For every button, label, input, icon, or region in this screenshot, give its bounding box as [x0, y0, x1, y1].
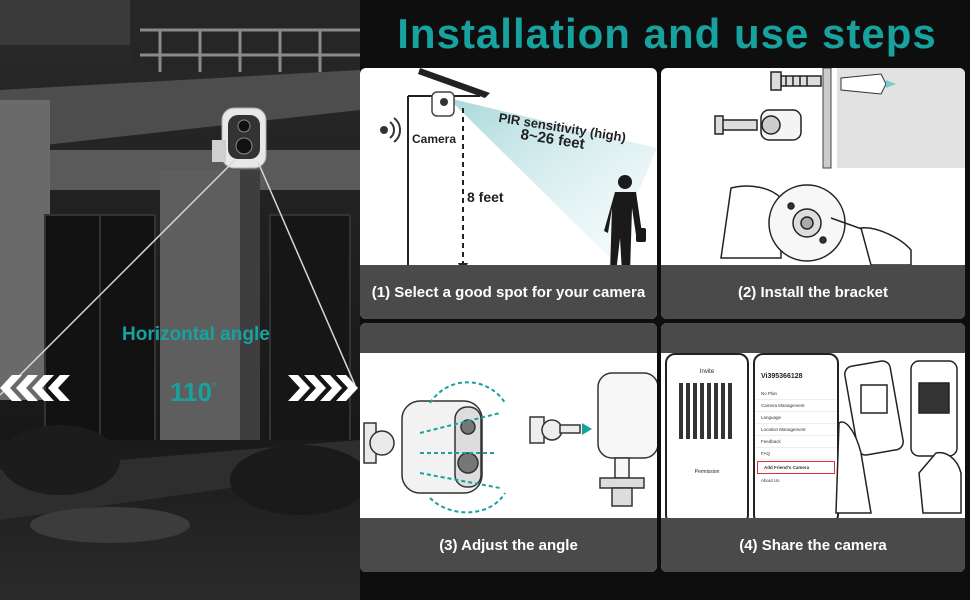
user-id: Vi395366128 — [761, 373, 803, 380]
step-caption-4: (4) Share the camera — [661, 518, 965, 572]
right-chevrons-icon — [288, 375, 358, 401]
wall-mount-icon — [363, 422, 395, 464]
panel-top-bar — [360, 323, 657, 353]
step-panel-3: (3) Adjust the angle — [360, 323, 657, 572]
camera-icon — [431, 91, 455, 117]
house-illustration — [0, 0, 360, 600]
camera-icon — [401, 400, 483, 494]
camera-icon — [212, 107, 267, 169]
step-caption-1: (1) Select a good spot for your camera — [360, 265, 657, 319]
horizontal-angle-label: Horizontal angle — [122, 324, 270, 345]
spot-diagram — [380, 68, 657, 265]
angle-diagram — [363, 372, 657, 514]
angle-unit: ° — [211, 379, 218, 395]
page-title: Installation and use steps — [397, 10, 937, 57]
camera-label: Camera — [412, 132, 457, 146]
step-panel-4: Invite Permission Vi395366128 No Plan Ca… — [661, 323, 965, 572]
bracket-icon — [714, 109, 802, 141]
angle-number: 110 — [170, 377, 212, 407]
phone-screen-menu: Vi395366128 No Plan Camera Management La… — [753, 353, 839, 525]
house-scene — [0, 0, 360, 600]
permission-text: Permission — [694, 469, 720, 475]
bracket-diagram — [714, 68, 965, 265]
wifi-signal-icon — [380, 117, 401, 143]
step-panel-2: (2) Install the bracket — [661, 68, 965, 319]
panel-top-bar — [661, 323, 965, 353]
menu-item-highlighted[interactable]: Add Friend's Camera — [757, 461, 835, 474]
height-label: 8 feet — [467, 189, 504, 205]
horizontal-angle-value: 110° — [170, 377, 217, 408]
invite-title: Invite — [699, 369, 715, 375]
menu-item[interactable]: Camera Management — [755, 400, 837, 412]
step-panel-1: Camera PIR sensitivity (high) 8~26 feet … — [360, 68, 657, 319]
menu-item[interactable]: Location Management — [755, 424, 837, 436]
menu-item[interactable]: FAQ — [755, 448, 837, 460]
anchor-icon — [840, 73, 896, 95]
menu-item[interactable]: Language — [755, 412, 837, 424]
step-caption-2: (2) Install the bracket — [661, 265, 965, 319]
screw-icon — [770, 71, 822, 91]
menu-list: No Plan Camera Management Language Locat… — [755, 388, 837, 486]
bracket-icon — [529, 416, 581, 444]
step-caption-3: (3) Adjust the angle — [360, 518, 657, 572]
mounted-camera-icon — [597, 372, 657, 507]
qr-code-icon — [679, 383, 735, 439]
menu-item[interactable]: Feedback — [755, 436, 837, 448]
menu-item[interactable]: No Plan — [755, 388, 837, 400]
left-chevrons-icon — [0, 375, 70, 401]
menu-item[interactable]: About Us — [761, 478, 780, 483]
hand-mount-illustration — [720, 184, 912, 265]
person-silhouette — [604, 175, 646, 265]
phone-screen-invite: Invite Permission — [665, 353, 749, 525]
rotation-arrows — [419, 381, 506, 514]
